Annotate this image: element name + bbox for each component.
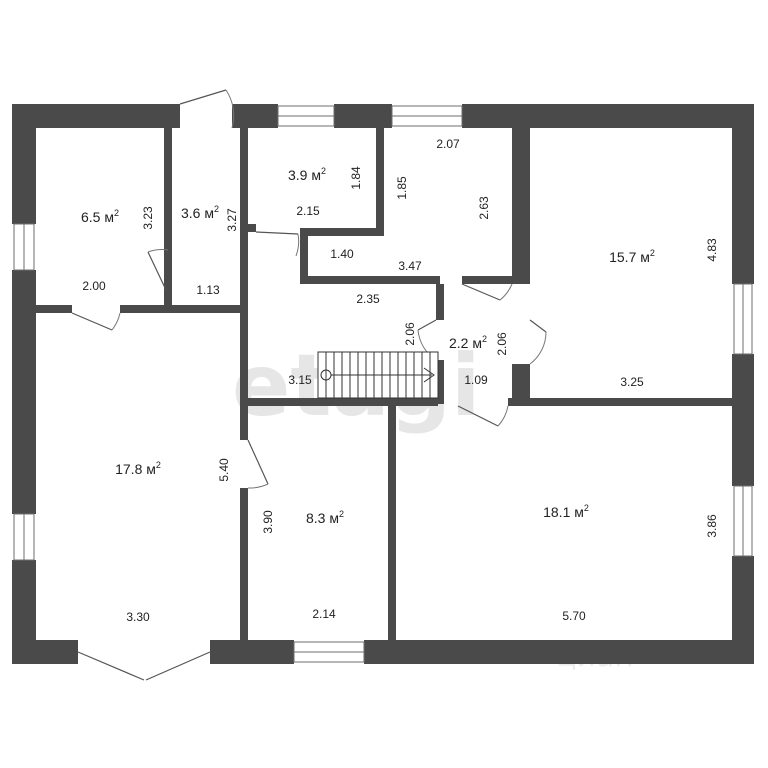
room-labels: 6.5 м2 3.6 м2 3.9 м2 15.7 м2 2.2 м2 17.8…	[81, 166, 655, 526]
dimension-label: 5.70	[562, 609, 586, 623]
area-label-room-c: 3.9 м2	[288, 166, 326, 183]
area-label-room-f: 17.8 м2	[115, 460, 161, 477]
dimension-label: 2.35	[356, 292, 380, 306]
dimension-label: 4.83	[705, 238, 719, 262]
dimension-label: 1.84	[349, 166, 363, 190]
dimension-label: 3.47	[398, 259, 422, 273]
dimension-label: 1.85	[395, 176, 409, 200]
dimension-label: 2.15	[296, 204, 320, 218]
dimension-label: 3.23	[141, 206, 155, 230]
dimension-label: 2.06	[403, 322, 417, 346]
staircase	[317, 351, 439, 399]
dimension-label: 1.40	[330, 247, 354, 261]
dimension-label: 3.15	[288, 373, 312, 387]
area-label-room-d: 15.7 м2	[609, 248, 655, 265]
interior-walls	[36, 128, 732, 640]
dimension-label: 2.06	[495, 332, 509, 356]
area-label-room-b: 3.6 м2	[181, 204, 219, 221]
dimension-label: 3.86	[705, 514, 719, 538]
dimension-label: 3.27	[225, 208, 239, 232]
area-label-room-e: 2.2 м2	[449, 334, 487, 351]
dimension-label: 2.63	[477, 196, 491, 220]
area-label-room-g: 8.3 м2	[306, 509, 344, 526]
dimension-label: 1.13	[196, 283, 220, 297]
dimension-labels: 3.23 2.00 3.27 1.13 1.84 2.15 2.07 1.85 …	[82, 137, 719, 624]
dimension-label: 3.30	[126, 610, 150, 624]
dimension-label: 2.07	[436, 137, 460, 151]
dimension-label: 3.25	[620, 375, 644, 389]
doors	[71, 89, 547, 681]
dimension-label: 2.00	[82, 279, 106, 293]
dimension-label: 2.14	[312, 607, 336, 621]
area-label-room-h: 18.1 м2	[543, 503, 589, 520]
outer-walls	[12, 104, 754, 664]
windows	[13, 105, 753, 663]
dimension-label: 5.40	[217, 458, 231, 482]
area-label-room-a: 6.5 м2	[81, 208, 119, 225]
dimension-label: 1.09	[464, 373, 488, 387]
dimension-label: 3.90	[261, 510, 275, 534]
